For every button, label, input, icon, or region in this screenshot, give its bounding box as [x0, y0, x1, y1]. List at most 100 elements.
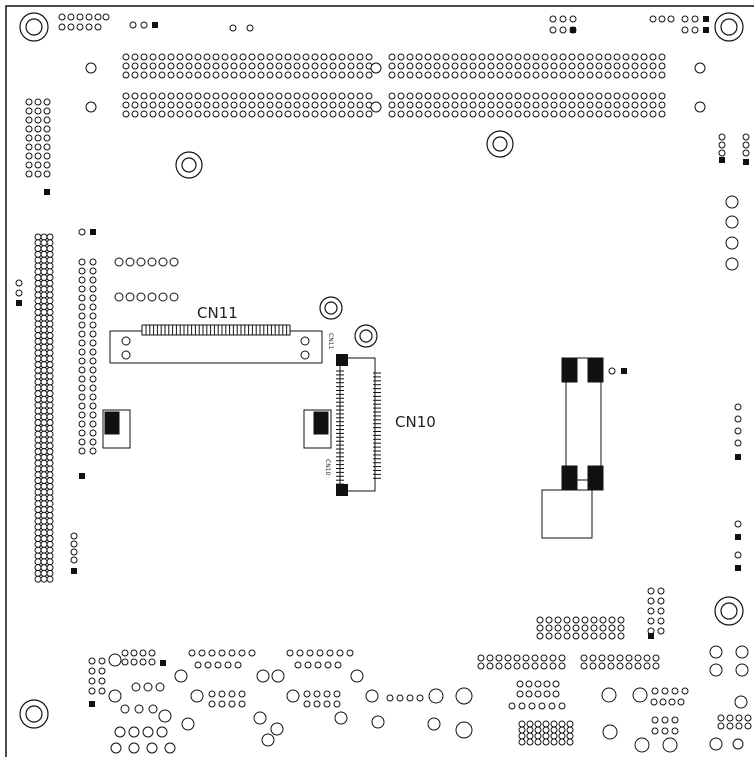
pad — [302, 92, 310, 100]
pad — [78, 366, 86, 374]
pad — [371, 715, 385, 729]
pad — [185, 101, 193, 109]
pad — [25, 98, 33, 106]
pad — [668, 698, 676, 706]
pad — [169, 292, 179, 302]
pad — [613, 53, 621, 61]
pad — [650, 698, 658, 706]
pad — [114, 257, 124, 267]
pad — [602, 724, 618, 740]
pad — [538, 702, 546, 710]
pad — [167, 71, 175, 79]
pad — [347, 110, 355, 118]
pad — [25, 143, 33, 151]
pad — [188, 649, 196, 657]
pad — [486, 654, 494, 662]
pad — [631, 62, 639, 70]
pad — [78, 411, 86, 419]
pad — [658, 62, 666, 70]
pad — [424, 110, 432, 118]
pad — [558, 726, 566, 734]
pad — [320, 62, 328, 70]
pad — [275, 53, 283, 61]
pad — [647, 617, 655, 625]
pad — [85, 62, 97, 74]
pad — [649, 110, 657, 118]
pad — [433, 92, 441, 100]
pad — [78, 420, 86, 428]
pad — [185, 92, 193, 100]
pad — [416, 694, 424, 702]
pad — [554, 632, 562, 640]
pad — [718, 149, 726, 157]
pad — [43, 107, 51, 115]
pad — [284, 53, 292, 61]
pad — [271, 669, 285, 683]
pad — [589, 654, 597, 662]
pad — [545, 616, 553, 624]
pad — [248, 649, 256, 657]
pad — [34, 355, 42, 363]
pad — [338, 92, 346, 100]
pad — [649, 101, 657, 109]
pad — [248, 53, 256, 61]
pad — [40, 303, 48, 311]
pad — [40, 419, 48, 427]
pad — [534, 732, 542, 740]
pad — [671, 716, 679, 724]
pad — [550, 738, 558, 746]
pad — [203, 110, 211, 118]
mounting-hole-inner — [25, 18, 43, 36]
pad — [34, 337, 42, 345]
pad — [46, 459, 54, 467]
pad — [518, 720, 526, 728]
pad — [333, 690, 341, 698]
pad — [176, 110, 184, 118]
pad — [34, 558, 42, 566]
pad — [613, 71, 621, 79]
pad — [451, 101, 459, 109]
pad — [424, 92, 432, 100]
pad — [203, 62, 211, 70]
pad — [203, 92, 211, 100]
pad — [46, 233, 54, 241]
square-pad — [336, 354, 348, 366]
pad — [46, 343, 54, 351]
pad — [275, 110, 283, 118]
pad — [34, 361, 42, 369]
pad — [229, 24, 237, 32]
pad — [78, 357, 86, 365]
pad — [248, 110, 256, 118]
pad — [356, 53, 364, 61]
pad — [40, 337, 48, 345]
component-pad — [313, 411, 329, 435]
pad — [338, 71, 346, 79]
pad — [275, 71, 283, 79]
pad — [34, 424, 42, 432]
pad — [677, 698, 685, 706]
pad — [40, 558, 48, 566]
pad — [487, 101, 495, 109]
pad — [563, 632, 571, 640]
pad — [148, 658, 156, 666]
pad — [347, 71, 355, 79]
pad — [34, 116, 42, 124]
pad — [266, 71, 274, 79]
pad — [516, 680, 524, 688]
pad — [577, 71, 585, 79]
pad — [568, 110, 576, 118]
pad — [198, 649, 206, 657]
pad — [523, 110, 531, 118]
pad — [190, 689, 204, 703]
pad — [595, 101, 603, 109]
pad — [625, 654, 633, 662]
pad — [460, 110, 468, 118]
pad — [320, 101, 328, 109]
pad — [158, 71, 166, 79]
pad — [85, 101, 97, 113]
pad — [46, 506, 54, 514]
pad — [323, 700, 331, 708]
pad — [136, 257, 146, 267]
square-pad — [743, 159, 749, 165]
pad — [40, 395, 48, 403]
